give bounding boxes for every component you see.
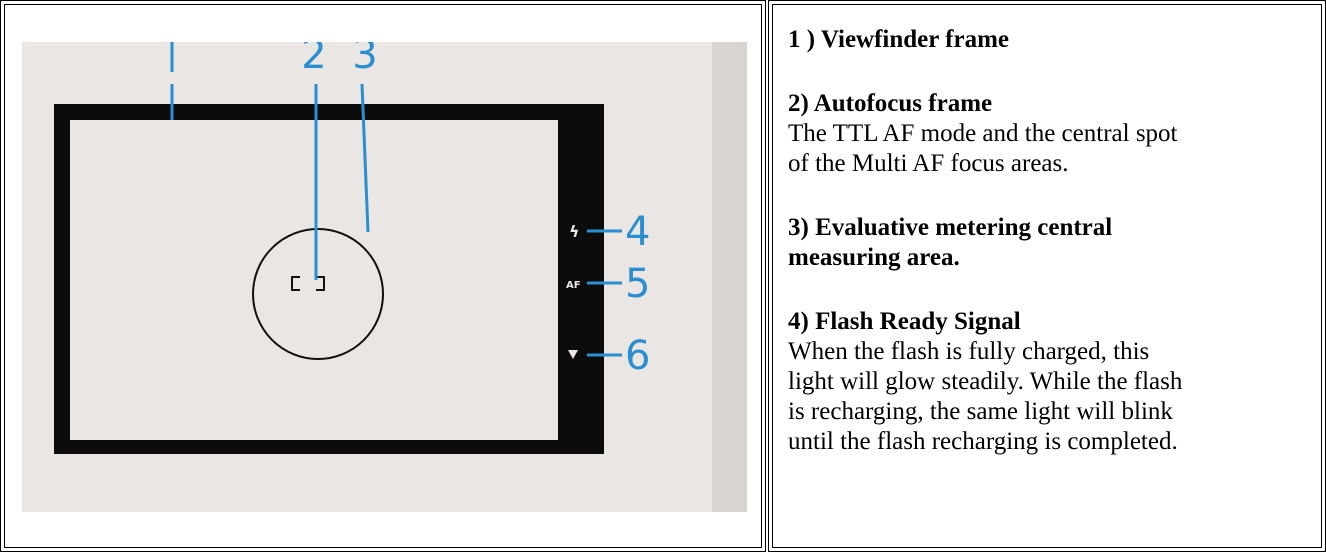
viewfinder-image-area bbox=[70, 120, 558, 440]
flash-icon: ϟ bbox=[569, 222, 580, 241]
table-cell-figure-inner-border bbox=[4, 4, 762, 548]
af-icon: AF bbox=[566, 280, 581, 291]
item-4-line-3: is recharging, the same light will blink bbox=[788, 398, 1173, 425]
viewfinder-diagram: 2 3 4 5 6 ϟ AF bbox=[22, 42, 747, 512]
callout-number-5: 5 bbox=[625, 261, 650, 307]
item-3-title: 3) Evaluative metering central bbox=[788, 214, 1113, 241]
callout-number-6: 6 bbox=[625, 333, 650, 379]
callout-number-3: 3 bbox=[352, 42, 377, 78]
item-2-line-1: The TTL AF mode and the central spot bbox=[788, 120, 1178, 147]
triangle-down-icon bbox=[568, 350, 578, 359]
item-2-line-2: of the Multi AF focus areas. bbox=[788, 150, 1069, 177]
item-1-title: 1 ) Viewfinder frame bbox=[788, 26, 1010, 53]
page-edge-shadow bbox=[712, 42, 747, 512]
metering-circle bbox=[252, 228, 384, 360]
item-4-line-1: When the flash is fully charged, this bbox=[788, 338, 1150, 365]
autofocus-frame-brackets bbox=[291, 276, 325, 291]
item-4-title: 4) Flash Ready Signal bbox=[788, 308, 1021, 335]
item-2-title: 2) Autofocus frame bbox=[788, 90, 993, 117]
description-column: 1 ) Viewfinder frame 2) Autofocus frame … bbox=[788, 25, 1308, 457]
item-4-line-4: until the flash recharging is completed. bbox=[788, 428, 1178, 455]
callout-number-2: 2 bbox=[301, 42, 326, 78]
item-4-line-2: light will glow steadily. While the flas… bbox=[788, 368, 1183, 395]
callout-number-4: 4 bbox=[625, 209, 650, 255]
table-cell-text-inner-border bbox=[772, 4, 1322, 548]
callout-line-3 bbox=[360, 83, 370, 233]
item-3-title-cont: measuring area. bbox=[788, 244, 960, 271]
